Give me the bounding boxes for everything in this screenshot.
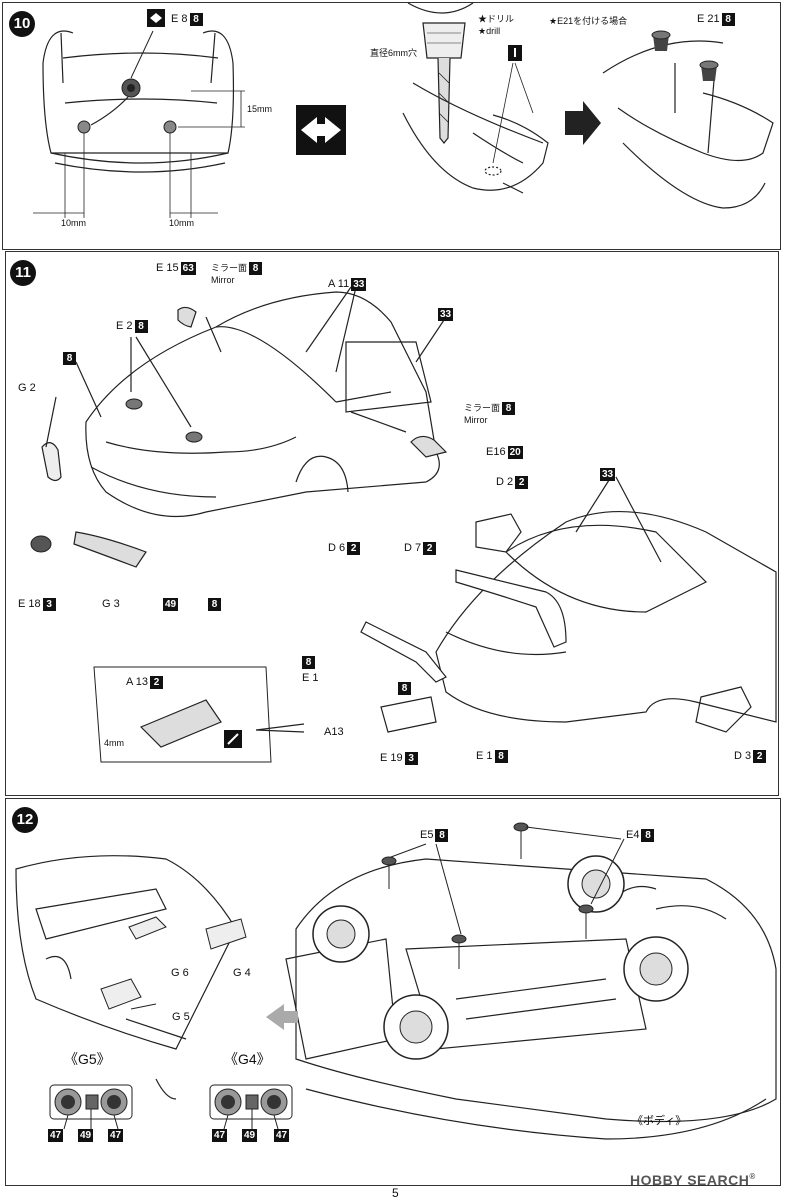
dim-15mm: 15mm (247, 104, 273, 114)
decal-icon (224, 730, 242, 748)
color-8: 8 (61, 352, 76, 365)
step-10-illustration (33, 2, 774, 218)
drill-label-jp: ★ドリル (478, 14, 515, 24)
g4-title: 《G4》 (224, 1051, 271, 1067)
g4-color-2: 49 (242, 1129, 258, 1142)
step-11-illustration (30, 286, 777, 763)
label-g5: G 5 (172, 1011, 190, 1023)
direction-arrow-icon (266, 1004, 298, 1030)
mirror-en-label-2: Mirror (464, 415, 488, 425)
step-12-illustration (15, 822, 777, 1140)
hole-6mm-label: 直径6mm穴 (370, 48, 417, 58)
label-g2: G 2 (18, 382, 36, 394)
dim-4mm: 4mm (104, 738, 124, 748)
g4-color-3: 47 (274, 1129, 290, 1142)
mirror-en-label: Mirror (211, 275, 235, 285)
color-33: 33 (438, 308, 454, 321)
label-g6: G 6 (171, 967, 189, 979)
label-a13: A13 (324, 726, 344, 738)
wheel-icon (383, 994, 449, 1060)
g5-color-1: 47 (48, 1129, 64, 1142)
step-12-panel: 12 (5, 798, 781, 1186)
color-8-c: 8 (300, 656, 315, 669)
g5-color-2: 49 (78, 1129, 94, 1142)
g5-title: 《G5》 (64, 1051, 111, 1067)
page-number: 5 (392, 1186, 399, 1200)
e21-note: ★E21を付ける場合 (549, 16, 628, 26)
step-number: 12 (12, 807, 38, 833)
label-e1-a: E 1 (302, 672, 319, 684)
color-33-b: 33 (600, 468, 616, 481)
dim-10mm-left: 10mm (61, 218, 87, 228)
e8-part-icon (121, 78, 141, 98)
step-10-panel: 10 (2, 2, 781, 250)
g5-color-3: 47 (108, 1129, 124, 1142)
body-label: 《ボディ》 (632, 1115, 687, 1127)
e5-part-icon (451, 934, 467, 944)
direction-arrows-icon-small (147, 9, 165, 27)
e5-part-icon (381, 856, 397, 866)
next-arrow-icon (565, 101, 601, 145)
label-g4: G 4 (233, 967, 251, 979)
e18-part-icon (30, 535, 52, 553)
color-8-b: 8 (206, 598, 221, 611)
wheel-icon (567, 855, 625, 913)
e4-part-icon (513, 822, 529, 832)
watermark-logo: HOBBY SEARCH® (630, 1172, 756, 1188)
e4-part-icon (578, 904, 594, 914)
wheel-icon (623, 936, 689, 1002)
step-number: 11 (10, 260, 36, 286)
g4-color-1: 47 (212, 1129, 228, 1142)
color-8-d: 8 (396, 682, 411, 695)
e21-part-icon (651, 30, 671, 51)
drill-tool-icon (508, 45, 522, 61)
g5-detail (49, 1084, 133, 1120)
step-number: 10 (9, 11, 35, 37)
direction-arrows-icon (296, 105, 346, 155)
step-11-panel: 11 (5, 251, 779, 796)
e21-part-icon (699, 60, 719, 81)
dim-10mm-right: 10mm (169, 218, 195, 228)
label-g3: G 3 (102, 598, 120, 610)
wheel-icon (312, 905, 370, 963)
e2-part-icon (125, 398, 203, 443)
g4-detail (209, 1084, 293, 1120)
drill-label-en: ★drill (478, 26, 501, 36)
color-49: 49 (163, 598, 179, 611)
